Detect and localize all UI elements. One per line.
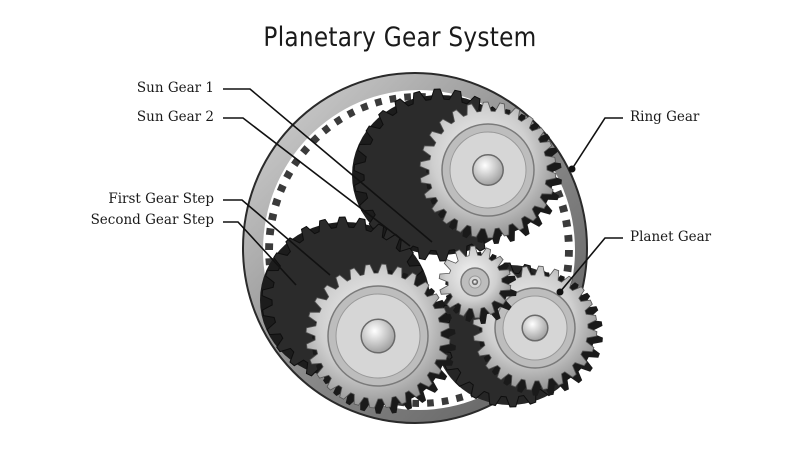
leader-sun-gear-1 [223,88,433,243]
label-ring-gear: Ring Gear [630,109,700,125]
planet-gear-left [305,263,456,414]
sun-gear-hub [471,278,479,286]
planet-gear-left-hub [360,318,396,354]
leader-sun-gear-2 [223,117,411,247]
sun-gear [438,245,517,324]
label-sun-gear-1: Sun Gear 1 [136,80,214,96]
leader-ring-gear [571,117,623,170]
diagram-title: Planetary Gear System [263,22,537,53]
planet-gear-top [419,101,562,244]
label-sun-gear-2: Sun Gear 2 [136,109,214,125]
planet-gear-top-hub [472,154,504,186]
leader-second-gear-step [223,221,297,286]
leader-first-gear-step [223,199,331,276]
leader-planet-gear [559,237,623,293]
label-planet-gear: Planet Gear [630,229,712,245]
label-first-gear-step: First Gear Step [108,191,214,207]
leader-lines [223,88,623,296]
planet-gear-right-hub [521,314,549,342]
label-second-gear-step: Second Gear Step [90,212,214,228]
